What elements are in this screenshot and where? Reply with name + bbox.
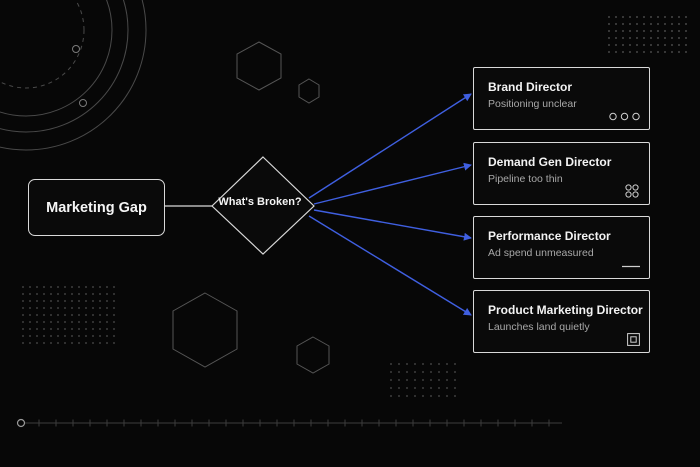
ring-outer	[0, 0, 147, 151]
dot-grid-top-right	[608, 16, 687, 53]
three-circles-icon	[609, 112, 640, 121]
dot-grids	[22, 16, 687, 397]
ring-mid	[0, 0, 129, 133]
ring-marker-1	[72, 45, 80, 53]
role-card-performance-director: Performance Director Ad spend unmeasured	[473, 216, 650, 279]
role-title: Demand Gen Director	[488, 155, 612, 169]
arrow-to-brand	[308, 93, 472, 199]
role-title: Performance Director	[488, 229, 611, 243]
dot-grid-bottom-center	[390, 363, 456, 397]
hexagon-large	[172, 292, 238, 368]
timeline-ticks	[38, 419, 550, 427]
ring-inner	[0, 0, 113, 117]
ring-dashed	[0, 0, 85, 89]
nested-square-icon	[627, 333, 640, 346]
ring-marker-2	[79, 99, 87, 107]
role-card-product-marketing-director: Product Marketing Director Launches land…	[473, 290, 650, 353]
hexagon-small	[298, 78, 320, 104]
timeline-start-marker	[16, 418, 26, 428]
arrow-to-demand-gen	[313, 162, 472, 205]
arrow-to-performance	[313, 209, 472, 241]
role-card-brand-director: Brand Director Positioning unclear	[473, 67, 650, 130]
role-title: Brand Director	[488, 80, 573, 94]
hexagon-bottom	[296, 336, 330, 374]
role-title: Product Marketing Director	[488, 303, 643, 317]
decision-diamond	[211, 156, 315, 255]
role-subtitle: Ad spend unmeasured	[488, 247, 594, 259]
role-subtitle: Launches land quietly	[488, 321, 590, 333]
horizontal-line-icon	[622, 265, 640, 268]
arrow-to-product-marketing	[308, 215, 472, 316]
four-circles-icon	[625, 184, 639, 198]
start-node: Marketing Gap	[28, 179, 165, 236]
start-node-label: Marketing Gap	[46, 199, 147, 216]
decision-label: What's Broken?	[218, 196, 302, 208]
dot-grid-bottom-left	[22, 286, 115, 344]
role-card-demand-gen-director: Demand Gen Director Pipeline too thin	[473, 142, 650, 205]
hexagon-top	[236, 41, 282, 91]
role-subtitle: Positioning unclear	[488, 98, 577, 110]
role-subtitle: Pipeline too thin	[488, 173, 563, 185]
